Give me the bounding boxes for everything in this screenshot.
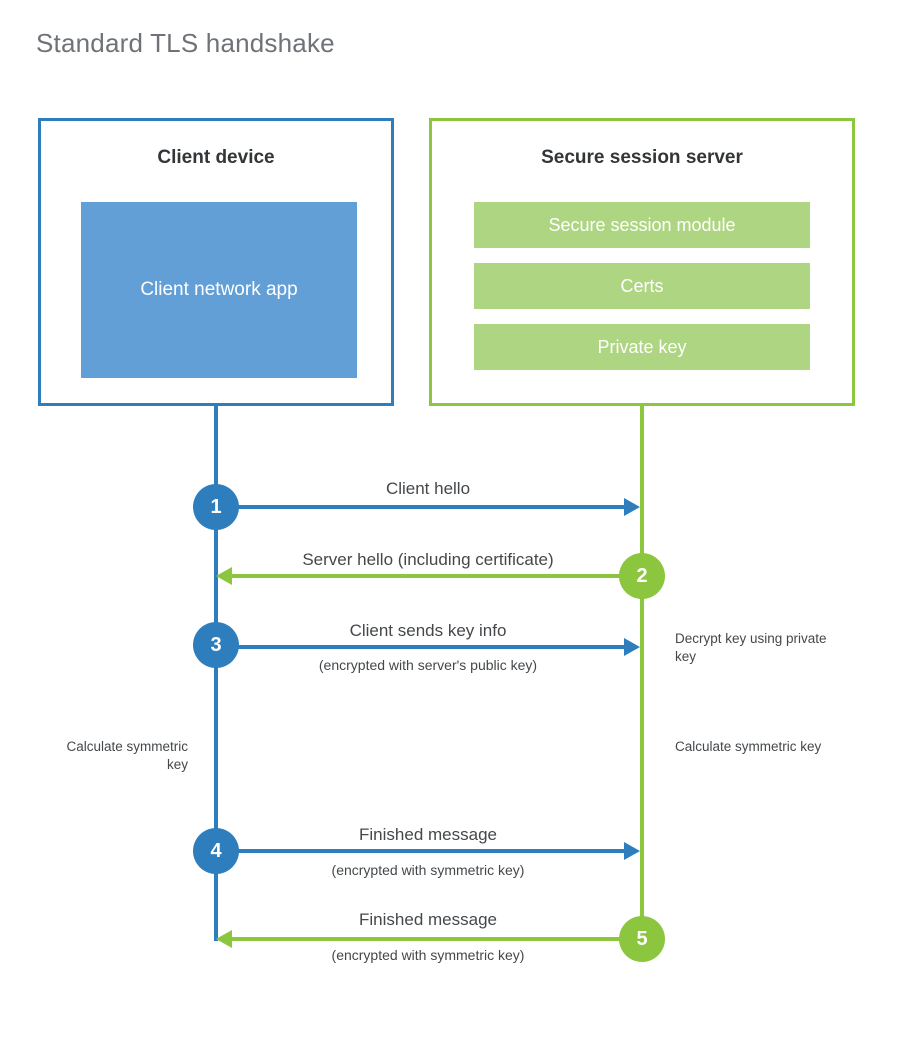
arrow-line-2 [232, 574, 640, 578]
arrowhead-left-icon [216, 930, 232, 948]
arrowhead-left-icon [216, 567, 232, 585]
message-sublabel-5: (encrypted with symmetric key) [331, 947, 525, 963]
message-sublabel-3: (encrypted with server's public key) [318, 657, 538, 673]
client-lifeline [214, 405, 218, 941]
step-circle-5[interactable]: 5 [619, 916, 665, 962]
step-circle-3[interactable]: 3 [193, 622, 239, 668]
annotation-decrypt-key: Decrypt key using private key [675, 631, 827, 665]
server-block-secure-session-module: Secure session module [474, 202, 810, 248]
arrow-line-1 [216, 505, 624, 509]
server-lifeline [640, 405, 644, 941]
message-label-5: Finished message [359, 910, 497, 929]
annotation-server-calculate-symmetric-key: Calculate symmetric key [675, 739, 822, 754]
client-network-app-block: Client network app [81, 202, 357, 378]
arrow-line-4 [216, 849, 624, 853]
server-block-certs: Certs [474, 263, 810, 309]
client-device-box: Client device Client network app [38, 118, 394, 406]
client-device-title: Client device [157, 147, 275, 168]
message-label-3: Client sends key info [349, 621, 507, 640]
secure-session-server-box: Secure session server Secure session mod… [429, 118, 855, 406]
annotation-client-calculate-symmetric-key: Calculate symmetric key [66, 739, 188, 773]
message-label-4: Finished message [359, 825, 497, 844]
arrowhead-right-icon [624, 638, 640, 656]
server-block-private-key: Private key [474, 324, 810, 370]
arrow-line-3 [216, 645, 624, 649]
arrowhead-right-icon [624, 842, 640, 860]
secure-session-server-title: Secure session server [541, 147, 743, 168]
step-circle-2[interactable]: 2 [619, 553, 665, 599]
page-title: Standard TLS handshake [36, 28, 335, 58]
message-label-2: Server hello (including certificate) [302, 550, 554, 569]
arrowhead-right-icon [624, 498, 640, 516]
step-circle-1[interactable]: 1 [193, 484, 239, 530]
message-label-1: Client hello [385, 479, 471, 498]
arrow-line-5 [232, 937, 640, 941]
step-circle-4[interactable]: 4 [193, 828, 239, 874]
message-sublabel-4: (encrypted with symmetric key) [331, 862, 525, 878]
